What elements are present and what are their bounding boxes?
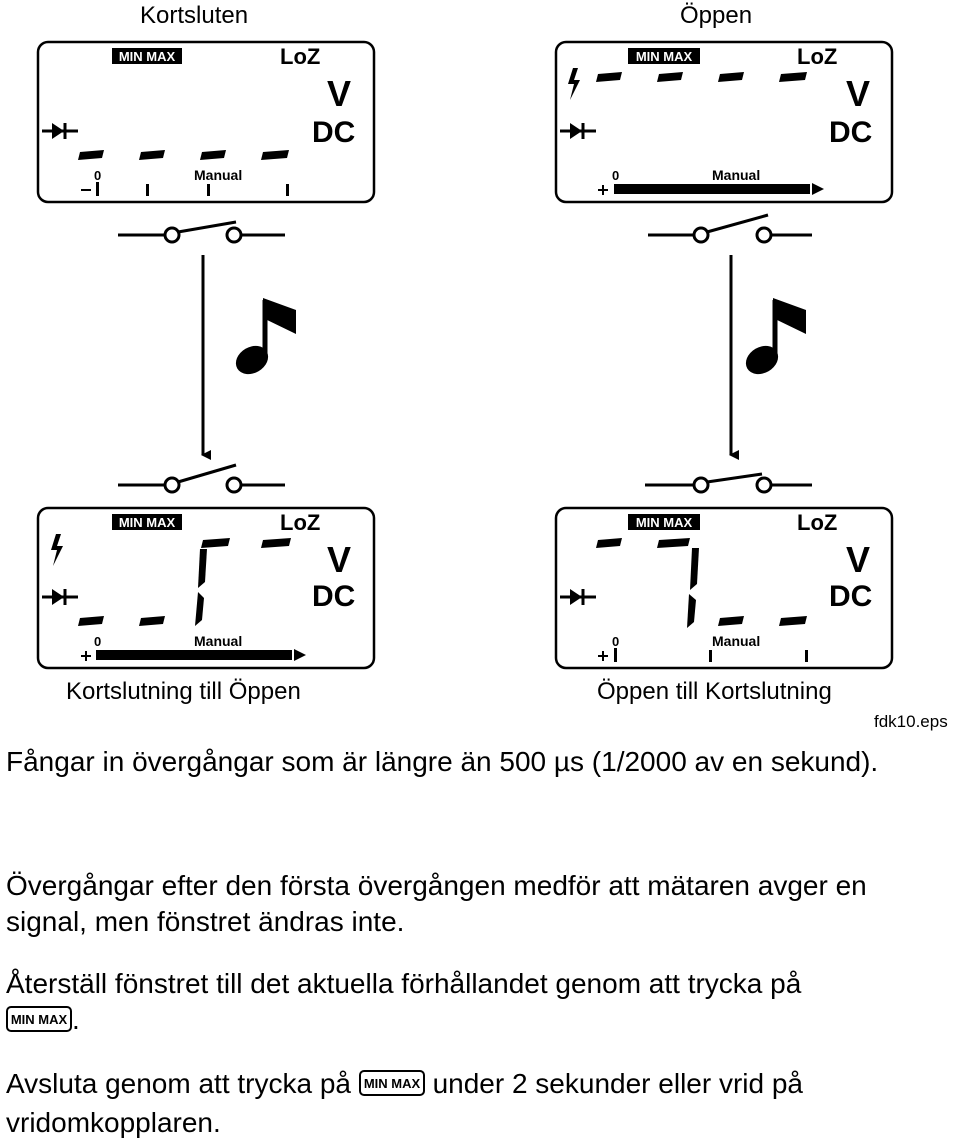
diode-icon xyxy=(560,123,596,139)
paragraph-exit: Avsluta genom att trycka på MIN MAX unde… xyxy=(6,1066,951,1141)
mode-dc: DC xyxy=(829,116,872,149)
switch-open-left xyxy=(118,220,285,244)
paragraph-text: Övergångar efter den första övergången m… xyxy=(6,870,867,937)
unit-volt: V xyxy=(327,73,351,114)
paragraph-text: Avsluta genom att trycka på xyxy=(6,1068,351,1099)
loz-label: LoZ xyxy=(797,510,837,535)
lcd-panel-short-to-open: MIN MAX LoZ V DC 0 Manual xyxy=(36,506,376,670)
scale-zero: 0 xyxy=(94,634,101,649)
minmax-label: MIN MAX xyxy=(636,49,693,64)
switch-lower-left xyxy=(118,463,285,494)
scale-zero: 0 xyxy=(94,168,101,183)
unit-volt: V xyxy=(846,539,870,580)
caption-short-to-open: Kortslutning till Öppen xyxy=(66,678,301,705)
loz-label: LoZ xyxy=(797,44,837,69)
lcd-panel-shorted: MIN MAX LoZ V DC 0 Manual xyxy=(36,40,376,204)
caption-open-to-short: Öppen till Kortslutning xyxy=(597,678,832,705)
hazard-icon xyxy=(568,68,580,100)
hazard-icon xyxy=(51,534,63,566)
switch-lower-right xyxy=(645,472,812,494)
unit-volt: V xyxy=(846,73,870,114)
unit-volt: V xyxy=(327,539,351,580)
loz-label: LoZ xyxy=(280,44,320,69)
mode-dc: DC xyxy=(829,580,872,613)
lcd-panel-open-to-short: MIN MAX LoZ V DC 0 Manual xyxy=(554,506,894,670)
transition-figure: MIN MAX LoZ V DC 0 Manual xyxy=(36,40,894,670)
scale-zero: 0 xyxy=(612,168,619,183)
paragraph-capture: Fångar in övergångar som är längre än 50… xyxy=(6,744,951,780)
key-label: MIN MAX xyxy=(364,1076,421,1091)
key-label: MIN MAX xyxy=(11,1012,68,1027)
mode-dc: DC xyxy=(312,580,355,613)
minmax-label: MIN MAX xyxy=(636,515,693,530)
paragraph-reset: Återställ fönstret till det aktuella för… xyxy=(6,966,951,1041)
manual-label: Manual xyxy=(712,633,760,649)
diode-icon xyxy=(42,589,78,605)
manual-label: Manual xyxy=(194,167,242,183)
mode-dc: DC xyxy=(312,116,355,149)
lcd-panel-open: MIN MAX LoZ V DC 0 Manual xyxy=(554,40,894,204)
scale-zero: 0 xyxy=(612,634,619,649)
manual-label: Manual xyxy=(712,167,760,183)
diode-icon xyxy=(42,123,78,139)
paragraph-text: Fångar in övergångar som är längre än 50… xyxy=(6,746,879,777)
paragraph-text: under 2 sekunder eller vrid på vridomkop… xyxy=(6,1068,804,1138)
file-reference: fdk10.eps xyxy=(874,712,948,731)
bargraph-full xyxy=(96,649,306,661)
manual-label: Manual xyxy=(194,633,242,649)
paragraph-transitions: Övergångar efter den första övergången m… xyxy=(6,868,951,940)
loz-label: LoZ xyxy=(280,510,320,535)
diode-icon xyxy=(560,589,596,605)
title-open: Öppen xyxy=(680,2,753,29)
beep-note-icon-left xyxy=(235,298,296,375)
bargraph-full xyxy=(614,183,824,195)
paragraph-text: . xyxy=(72,1004,80,1035)
paragraph-text: Återställ fönstret till det aktuella för… xyxy=(6,968,802,999)
minmax-label: MIN MAX xyxy=(119,515,176,530)
minmax-label: MIN MAX xyxy=(119,49,176,64)
beep-note-icon-right xyxy=(745,298,806,375)
minmax-key-icon: MIN MAX xyxy=(358,1069,425,1105)
title-shorted: Kortsluten xyxy=(140,2,249,29)
minmax-key-icon: MIN MAX xyxy=(6,1005,72,1041)
switch-open-right xyxy=(648,213,812,244)
